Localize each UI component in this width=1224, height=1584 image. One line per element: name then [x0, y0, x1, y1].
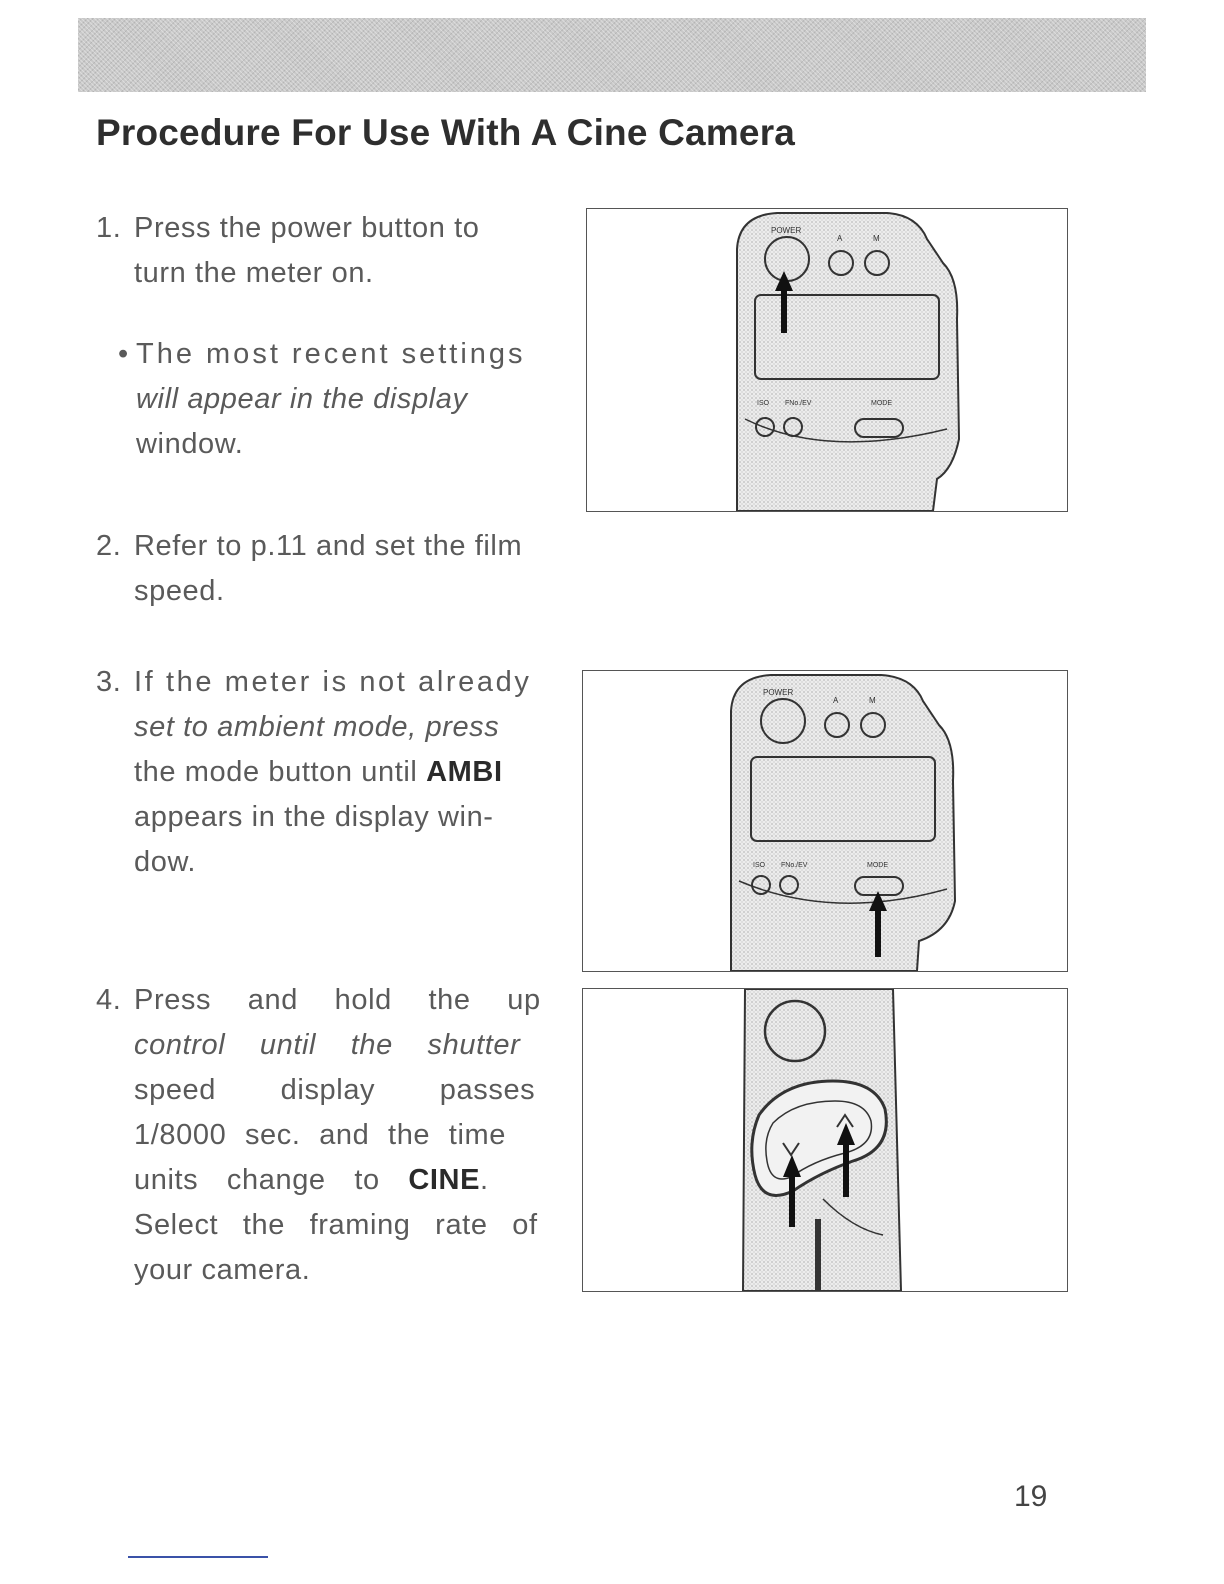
fno-label: FNo./EV	[781, 862, 808, 869]
iso-label: ISO	[757, 400, 770, 407]
mode-label: MODE	[871, 400, 892, 407]
step-text: If the meter is not already	[134, 666, 532, 698]
a-label: A	[837, 234, 843, 243]
step-text: Refer to p.11 and set the film	[134, 530, 523, 562]
step-number: 4.	[96, 984, 122, 1016]
figure-power-button: POWER A M ISO FNo./EV MODE	[586, 208, 1068, 512]
note-text: window.	[136, 428, 244, 460]
a-label: A	[833, 696, 839, 705]
step-number: 2.	[96, 530, 122, 562]
footer-rule	[128, 1556, 268, 1558]
step-number: 1.	[96, 212, 122, 244]
step-text: your camera.	[134, 1254, 311, 1286]
bullet-icon: •	[118, 338, 129, 370]
up-chevron-icon	[836, 1113, 854, 1128]
step-text: set to ambient mode, press	[134, 711, 500, 743]
step-1-line: 1. Press the power button to	[96, 206, 568, 251]
step-number: 3.	[96, 666, 122, 698]
step-3: 3. If the meter is not already set to amb…	[96, 660, 568, 885]
step-text: speed.	[134, 575, 225, 607]
up-arrow-icon	[783, 1155, 801, 1227]
note-text: will appear in the display	[136, 383, 468, 415]
power-label: POWER	[771, 226, 801, 235]
mode-label: MODE	[867, 862, 888, 869]
m-label: M	[873, 234, 880, 243]
figure-mode-button: POWER A M ISO FNo./EV MODE	[582, 670, 1068, 972]
step-text: turn the meter on.	[134, 257, 374, 289]
meter-illustration: POWER A M ISO FNo./EV MODE	[730, 674, 957, 971]
step-text: speed display passes	[134, 1074, 536, 1106]
ambi-term: AMBI	[426, 756, 503, 788]
step-4: 4. Press and hold the up control until th…	[96, 978, 568, 1293]
step-text: .	[480, 1164, 489, 1196]
meter-illustration: POWER A M ISO FNo./EV MODE	[736, 212, 961, 511]
step-text: Select the framing rate of	[134, 1209, 538, 1241]
fno-label: FNo./EV	[785, 400, 812, 407]
step-1: 1. Press the power button to turn the met…	[96, 206, 568, 467]
step-text: the mode button until	[134, 756, 427, 788]
step-text: dow.	[134, 846, 197, 878]
step-text: control until the shutter	[134, 1029, 521, 1061]
control-illustration	[741, 989, 903, 1291]
note-text: The most recent settings	[136, 338, 526, 370]
up-arrow-icon	[869, 891, 887, 957]
note-bullet: •The most recent settings will appear in…	[96, 332, 568, 467]
figure-up-control	[582, 988, 1068, 1292]
up-arrow-icon	[837, 1123, 855, 1197]
step-text: appears in the display win-	[134, 801, 494, 833]
cine-term: CINE	[408, 1164, 481, 1196]
page-title: Procedure For Use With A Cine Camera	[96, 112, 796, 153]
step-text: Press the power button to	[134, 212, 480, 244]
m-label: M	[869, 696, 876, 705]
step-text: units change to	[134, 1164, 409, 1196]
down-chevron-icon	[782, 1142, 800, 1157]
step-text: Press and hold the up	[134, 984, 541, 1016]
iso-label: ISO	[753, 862, 766, 869]
step-text: 1/8000 sec. and the time	[134, 1119, 506, 1151]
step-2: 2. Refer to p.11 and set the film speed.	[96, 524, 568, 614]
header-band	[78, 18, 1146, 92]
page-number: 19	[1014, 1480, 1048, 1513]
power-label: POWER	[763, 688, 793, 697]
up-arrow-icon	[775, 271, 793, 333]
